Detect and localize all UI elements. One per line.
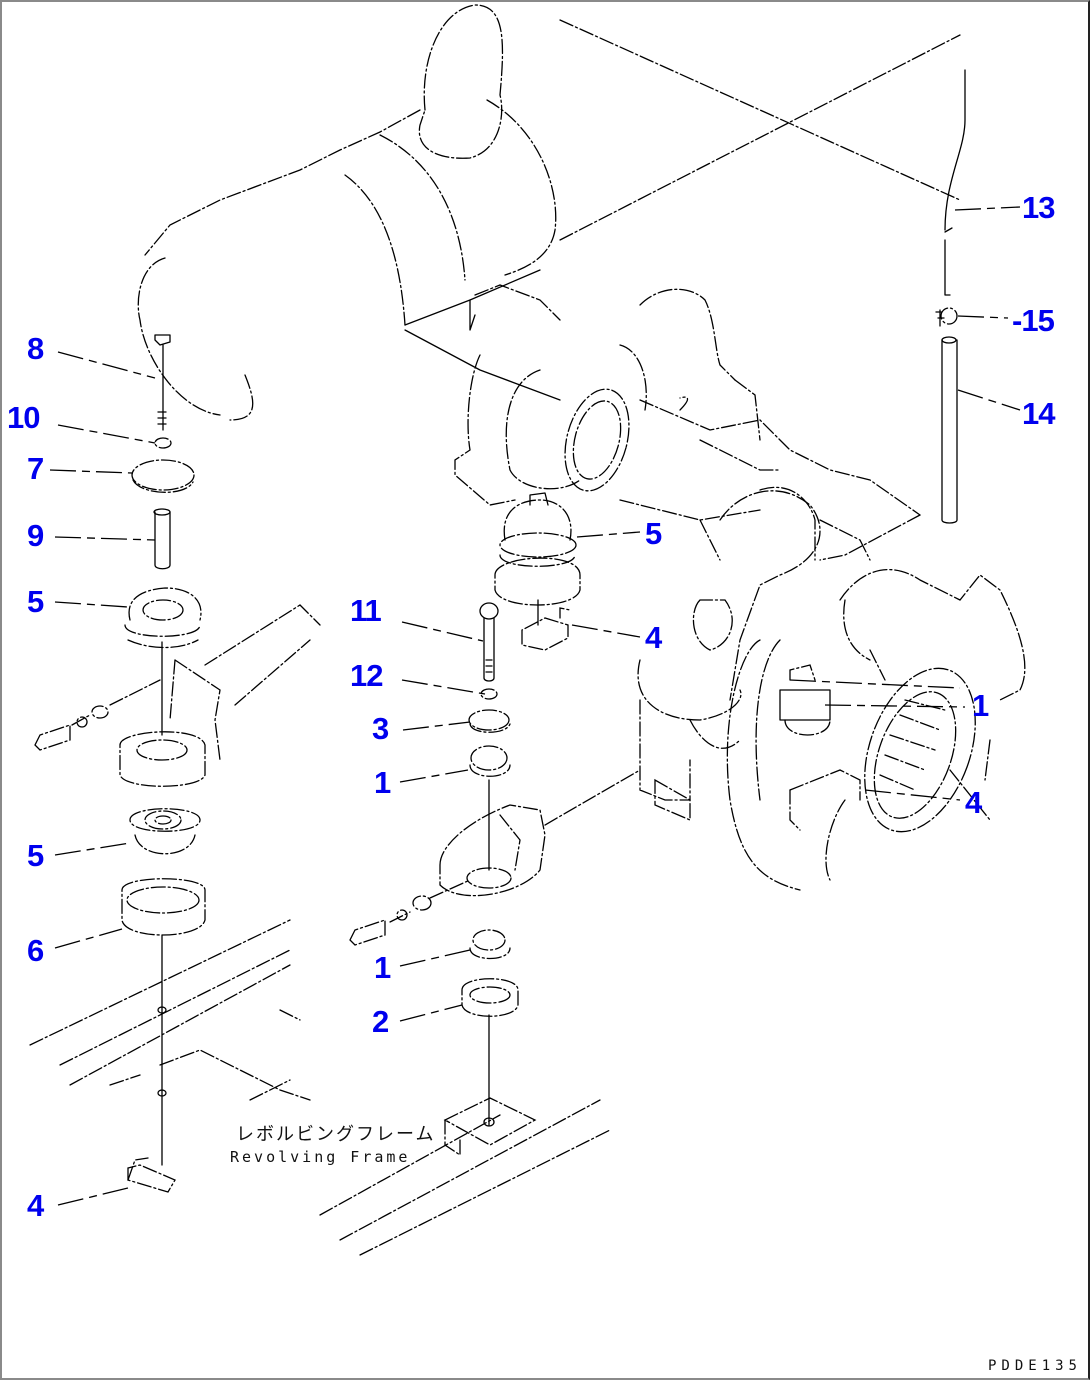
callout-4-left: 4	[27, 1188, 44, 1223]
callout-14: 14	[1022, 396, 1055, 431]
frame-caption-english: Revolving Frame	[230, 1148, 411, 1166]
muffler-assembly	[137, 4, 961, 421]
callout-13: 13	[1022, 190, 1055, 225]
frame-caption-japanese: レボルビングフレーム	[236, 1124, 436, 1145]
callout-1-center-bottom: 1	[374, 950, 391, 985]
callout-4-center: 4	[645, 620, 662, 655]
center-mount-stack	[349, 602, 641, 1157]
callout-3: 3	[372, 711, 389, 746]
callout-1-center-top: 1	[374, 765, 391, 800]
callout-15: -15	[1012, 303, 1055, 338]
callout-4-right: 4	[965, 785, 982, 820]
engine-block	[454, 288, 921, 561]
callout-5-left-top: 5	[27, 584, 44, 619]
callout-5-center: 5	[645, 516, 662, 551]
drawing-code: PDDE135	[987, 1358, 1082, 1374]
callout-8: 8	[27, 331, 44, 366]
callout-9: 9	[27, 518, 44, 553]
callout-1-right: 1	[972, 688, 989, 723]
callout-7: 7	[27, 451, 44, 486]
callout-12: 12	[350, 658, 383, 693]
center-top-cushion	[494, 492, 581, 651]
callout-11: 11	[350, 593, 382, 628]
fan-and-belt	[637, 486, 1026, 891]
callout-5-left-bottom: 5	[27, 838, 44, 873]
callout-leader-lines	[49, 206, 1021, 1206]
callout-10: 10	[7, 400, 40, 435]
callout-6: 6	[27, 933, 44, 968]
left-mount-stack	[34, 334, 321, 1193]
right-pipe-assembly	[935, 69, 966, 524]
revolving-frame	[29, 919, 611, 1256]
callout-2: 2	[372, 1004, 389, 1039]
